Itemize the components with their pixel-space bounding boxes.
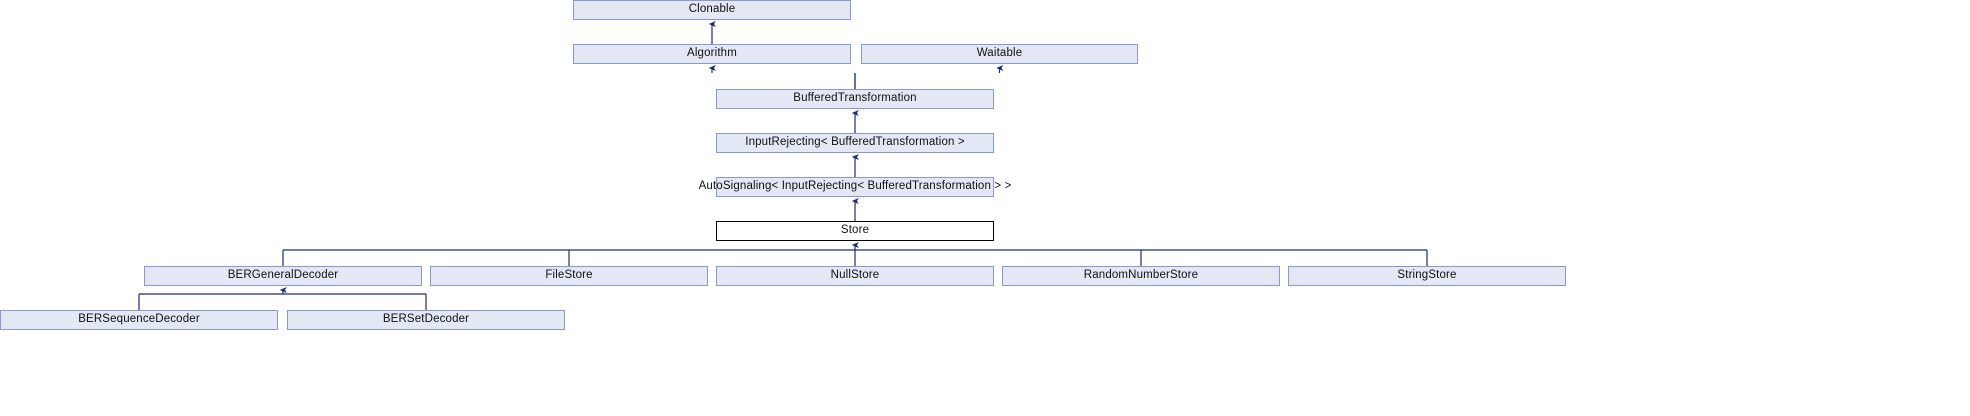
class-node-stringstore[interactable]: StringStore bbox=[1288, 266, 1566, 286]
class-node-randomnumber[interactable]: RandomNumberStore bbox=[1002, 266, 1280, 286]
class-node-label: AutoSignaling< InputRejecting< BufferedT… bbox=[698, 180, 1012, 193]
class-node-label: BERGeneralDecoder bbox=[227, 269, 339, 282]
class-node-label: BufferedTransformation bbox=[793, 92, 917, 105]
class-node-label: RandomNumberStore bbox=[1083, 269, 1199, 282]
class-node-store[interactable]: Store bbox=[716, 221, 994, 241]
class-node-label: Store bbox=[840, 224, 870, 237]
class-node-nullstore[interactable]: NullStore bbox=[716, 266, 994, 286]
class-node-waitable[interactable]: Waitable bbox=[861, 44, 1138, 64]
class-node-label: Waitable bbox=[976, 47, 1023, 60]
class-node-bergeneral[interactable]: BERGeneralDecoder bbox=[144, 266, 422, 286]
class-node-bersequence[interactable]: BERSequenceDecoder bbox=[0, 310, 278, 330]
class-node-bufferedtrans[interactable]: BufferedTransformation bbox=[716, 89, 994, 109]
class-node-inputrejecting[interactable]: InputRejecting< BufferedTransformation > bbox=[716, 133, 994, 153]
class-node-algorithm[interactable]: Algorithm bbox=[573, 44, 851, 64]
class-node-clonable[interactable]: Clonable bbox=[573, 0, 851, 20]
class-node-filestore[interactable]: FileStore bbox=[430, 266, 708, 286]
class-node-label: FileStore bbox=[545, 269, 593, 282]
class-node-label: StringStore bbox=[1397, 269, 1457, 282]
class-node-label: Clonable bbox=[688, 3, 736, 16]
class-node-berset[interactable]: BERSetDecoder bbox=[287, 310, 565, 330]
class-node-label: NullStore bbox=[830, 269, 880, 282]
class-node-label: InputRejecting< BufferedTransformation > bbox=[745, 136, 965, 149]
class-node-label: BERSetDecoder bbox=[382, 313, 470, 326]
class-node-autosignaling[interactable]: AutoSignaling< InputRejecting< BufferedT… bbox=[699, 177, 1011, 197]
class-node-label: Algorithm bbox=[687, 47, 737, 60]
class-node-label: BERSequenceDecoder bbox=[78, 313, 200, 326]
